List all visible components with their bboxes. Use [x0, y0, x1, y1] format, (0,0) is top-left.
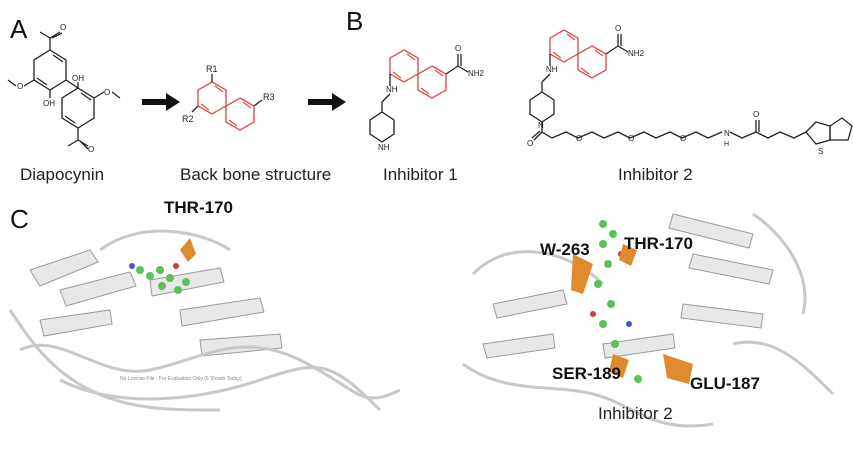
atom-o: O: [104, 88, 110, 97]
residue-thr170-right: THR-170: [624, 234, 693, 253]
atom-s: S: [818, 147, 823, 156]
panel-label-b: B: [346, 6, 364, 36]
arrow-right-icon: [308, 93, 346, 111]
atom-n: N: [724, 129, 730, 138]
atom-o: O: [753, 110, 759, 119]
atom-n: N: [538, 121, 544, 130]
atom-o: O: [88, 145, 94, 154]
residue-glu187: GLU-187: [690, 374, 760, 393]
protein-ribbon-left: No License File - For Evaluation Only (6…: [8, 229, 401, 412]
atom-nh2: NH2: [628, 49, 645, 58]
residue-w263: W-263: [540, 240, 590, 259]
atom-o: O: [576, 134, 582, 143]
atom-r2: R2: [182, 114, 194, 124]
arrow-right-icon: [142, 93, 180, 111]
residue-ser189: SER-189: [552, 364, 621, 383]
caption-diapocynin: Diapocynin: [20, 165, 105, 184]
atom-o: O: [455, 44, 461, 53]
atom-nh: NH: [386, 85, 398, 94]
atom-r1: R1: [206, 64, 218, 74]
atom-o: O: [60, 23, 66, 32]
atom-nh: NH: [546, 65, 558, 74]
panel-label-c: C: [10, 204, 29, 234]
watermark-text: No License File - For Evaluation Only (6…: [120, 376, 242, 382]
atom-o: O: [17, 82, 23, 91]
protein-ribbon-right: [462, 212, 835, 428]
atom-r3: R3: [263, 92, 275, 102]
atom-o: O: [527, 139, 533, 148]
atom-oh: OH: [43, 99, 55, 108]
residue-thr170-left: THR-170: [164, 198, 233, 217]
atom-oh: OH: [72, 74, 84, 83]
atom-o: O: [615, 24, 621, 33]
atom-o: O: [680, 134, 686, 143]
caption-inhibitor-1: Inhibitor 1: [383, 165, 458, 184]
atom-nh: NH: [378, 143, 390, 152]
atom-h: H: [724, 141, 729, 148]
atom-nh2: NH2: [468, 69, 485, 78]
panel-label-a: A: [10, 14, 28, 44]
caption-inhibitor-2: Inhibitor 2: [618, 165, 693, 184]
caption-inhibitor-2-3d: Inhibitor 2: [598, 404, 673, 423]
caption-backbone: Back bone structure: [180, 165, 332, 184]
atom-o: O: [628, 134, 634, 143]
